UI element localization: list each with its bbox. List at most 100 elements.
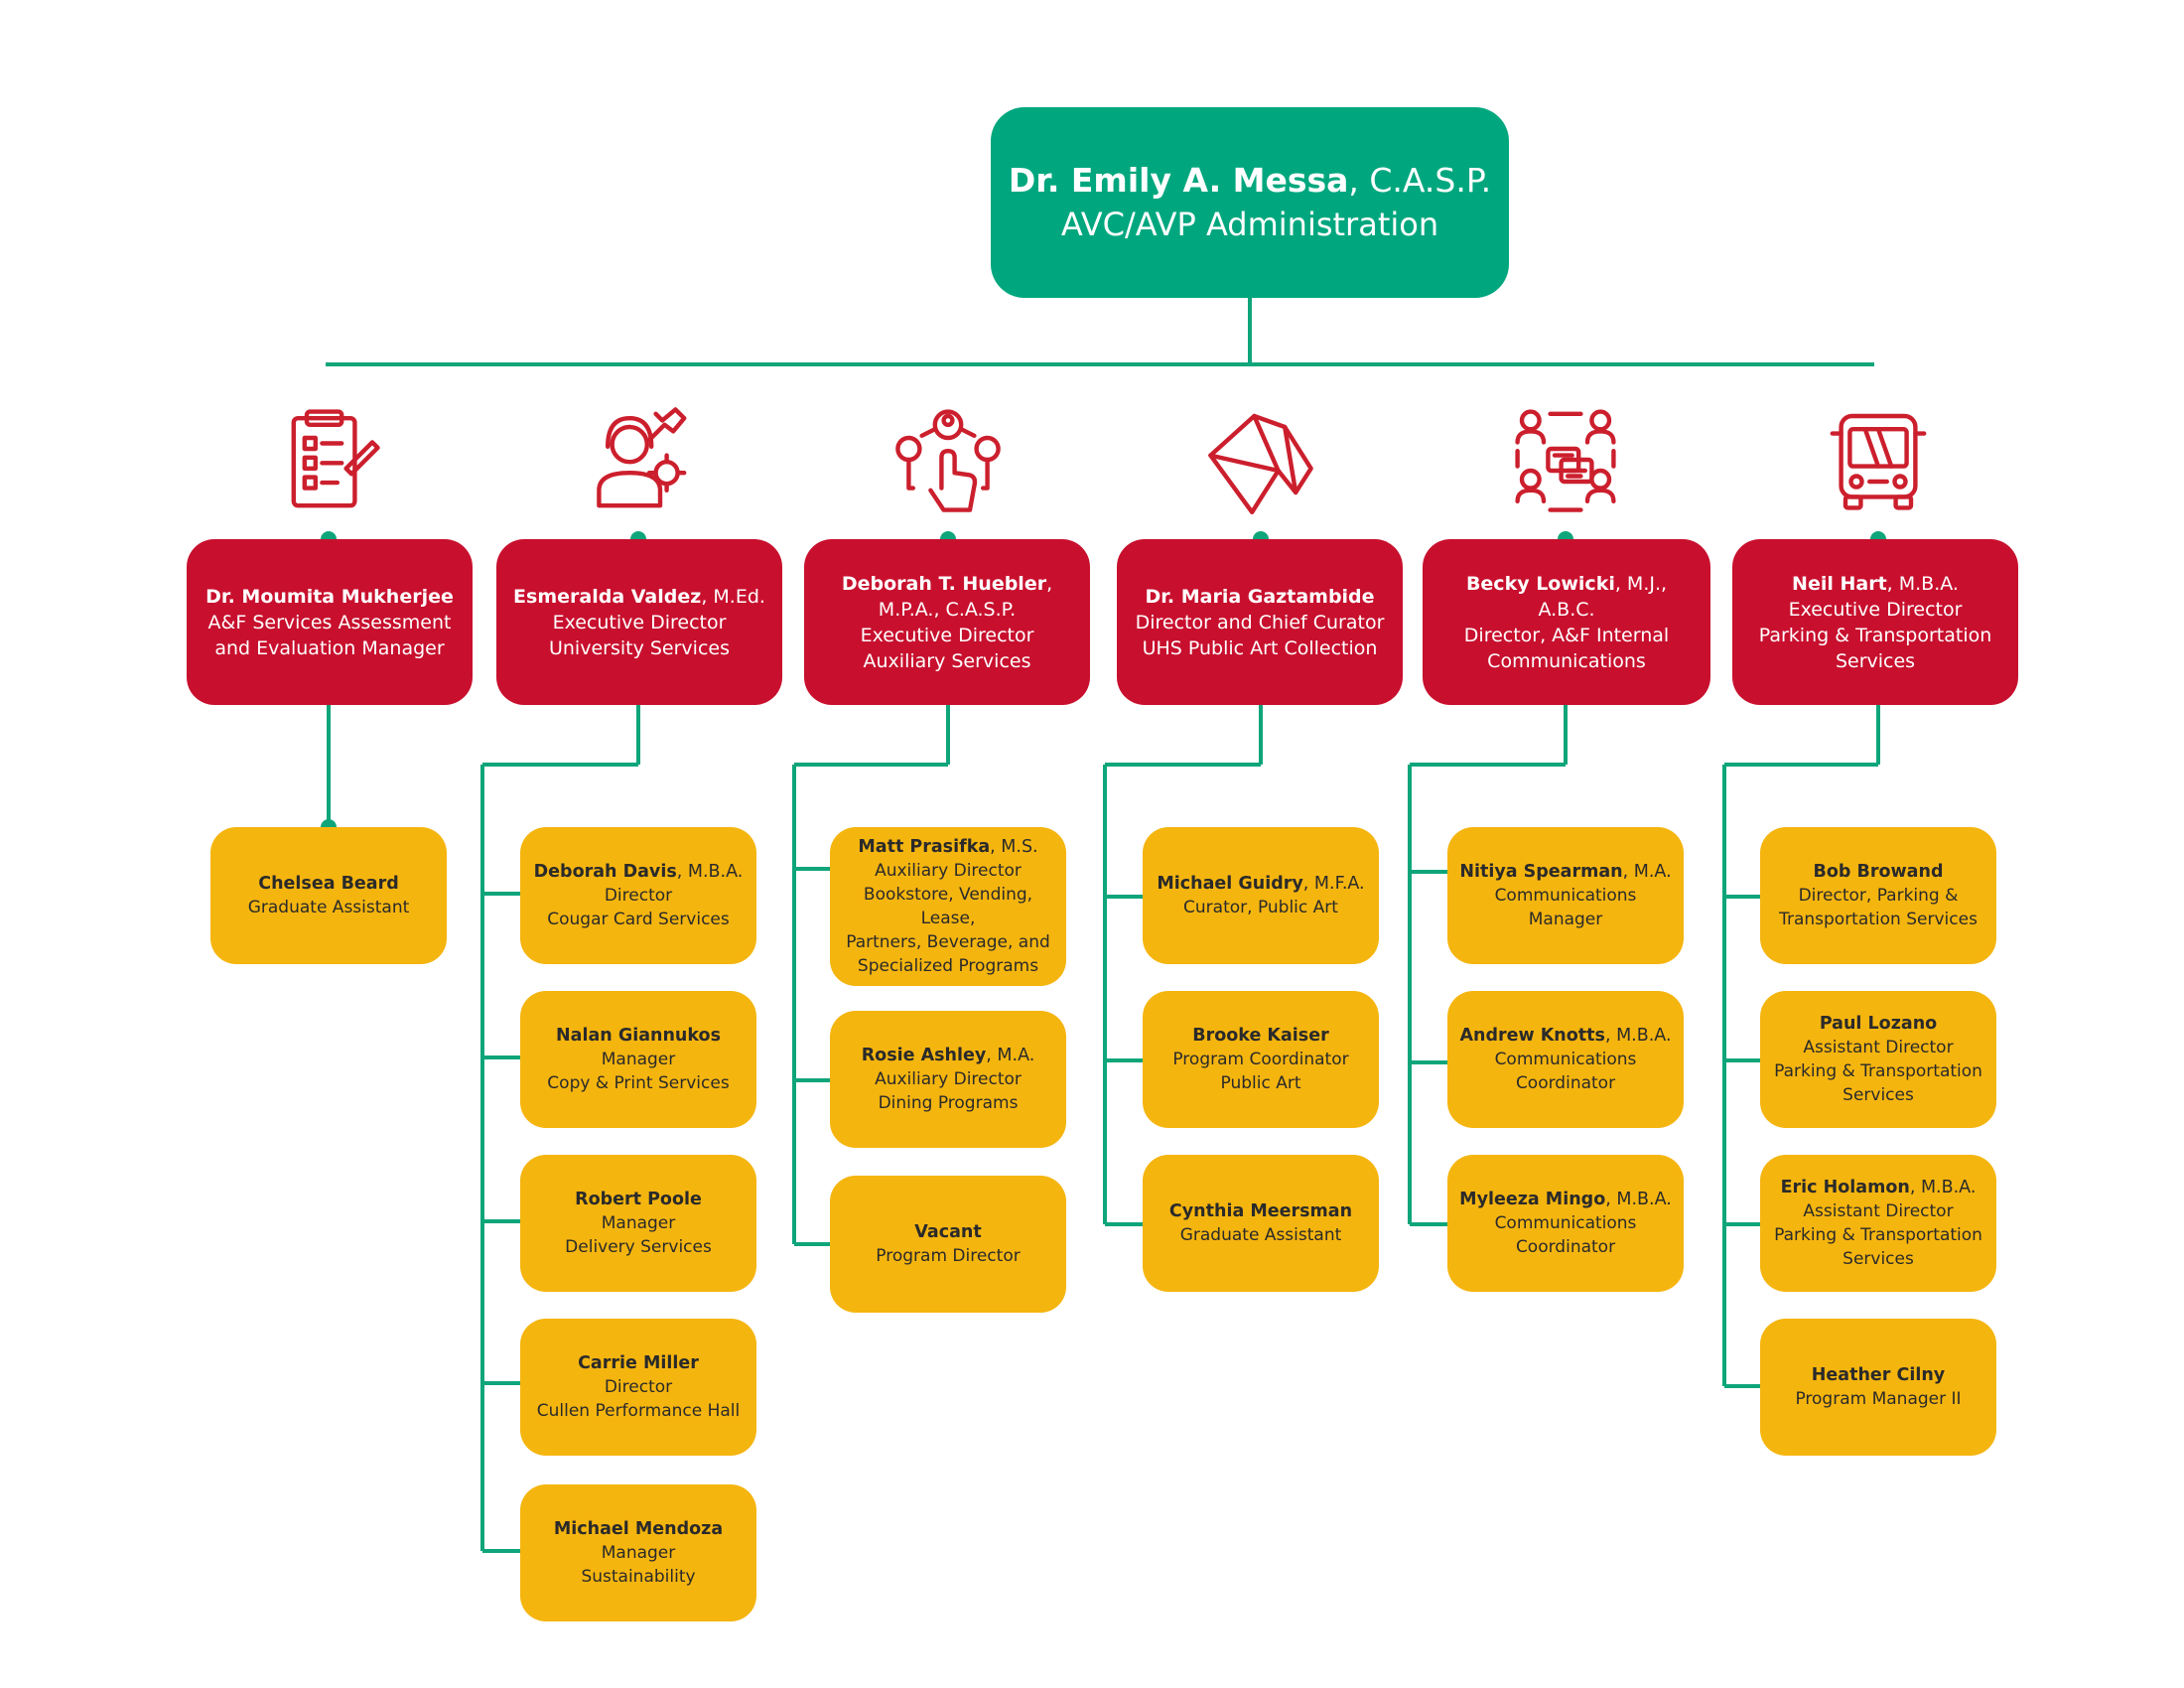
staff-member-name: Deborah Davis (533, 862, 677, 882)
staff-member-title-line: Communications (1494, 1213, 1637, 1233)
staff-member-title-line: Graduate Assistant (1179, 1225, 1342, 1245)
staff-member-title-line: Communications (1494, 1050, 1637, 1069)
staff-member-name-line: Paul Lozano (1820, 1012, 1937, 1036)
staff-member-title-line: Coordinator (1515, 1073, 1616, 1093)
staff-member-name: Nitiya Spearman (1459, 862, 1623, 882)
top-executive-credentials: , C.A.S.P. (1348, 161, 1492, 200)
staff-member-name: Nalan Giannukos (556, 1026, 721, 1046)
department-head-title-line: Auxiliary Services (863, 649, 1031, 672)
staff-member-name: Paul Lozano (1819, 1014, 1938, 1034)
staff-member-title-line: Program Coordinator (1172, 1050, 1349, 1069)
staff-member-name-line: Michael Guidry, M.F.A. (1157, 872, 1364, 896)
staff-member-name-line: Vacant (914, 1220, 981, 1244)
staff-member-title-line: Manager (601, 1213, 676, 1233)
staff-member-name-line: Deborah Davis, M.B.A. (534, 860, 744, 884)
staff-member-name-line: Matt Prasifka, M.S. (858, 835, 1037, 859)
department-head-box: Deborah T. Huebler,M.P.A., C.A.S.P.Execu… (804, 539, 1090, 705)
department-head-name: Becky Lowicki (1465, 572, 1615, 595)
department-head-credentials: , M.Ed. (701, 585, 765, 608)
top-executive-name: Dr. Emily A. Messa (1008, 161, 1349, 200)
staff-member-credentials: , M.B.A. (1604, 1026, 1672, 1046)
staff-member-title-line: Specialized Programs (857, 956, 1039, 976)
staff-member-title-line: Copy & Print Services (547, 1073, 730, 1093)
staff-member-name-line: Michael Mendoza (554, 1517, 723, 1541)
staff-member-title-line: Services (1843, 1085, 1914, 1105)
department-head-title-line: UHS Public Art Collection (1142, 636, 1378, 659)
staff-member-name: Matt Prasifka (858, 837, 991, 857)
staff-member-credentials: , M.A. (986, 1046, 1035, 1065)
staff-member-name-line: Eric Holamon, M.B.A. (1781, 1176, 1977, 1199)
staff-member-title-line: Assistant Director (1803, 1038, 1954, 1057)
department-head-credentials: , M.J., A.B.C. (1538, 572, 1668, 621)
department-head-name: Esmeralda Valdez (513, 585, 702, 608)
department-head-title-line: M.P.A., C.A.S.P. (878, 598, 1017, 621)
staff-member-name-line: Nalan Giannukos (556, 1024, 721, 1048)
staff-member-title-line: Public Art (1220, 1073, 1301, 1093)
staff-member-box: Nitiya Spearman, M.A.Communications Mana… (1447, 827, 1684, 964)
department-head-title-line: Director and Chief Curator (1135, 611, 1385, 633)
staff-member-name-line: Myleeza Mingo, M.B.A. (1459, 1188, 1672, 1211)
department-head-box: Esmeralda Valdez, M.Ed.Executive Directo… (496, 539, 782, 705)
department-head-title-line: Executive Director (1788, 598, 1963, 621)
staff-member-title-line: Auxiliary Director (875, 1069, 1022, 1089)
staff-member-name-line: Chelsea Beard (258, 872, 399, 896)
staff-member-name-line: Brooke Kaiser (1192, 1024, 1328, 1048)
communication-icon (1515, 409, 1616, 512)
staff-member-title-line: Director, Parking & (1798, 886, 1959, 906)
staff-member-name-line: Robert Poole (575, 1188, 702, 1211)
department-head-name: Dr. Moumita Mukherjee (205, 585, 454, 608)
staff-member-title-line: Curator, Public Art (1183, 898, 1338, 917)
staff-member-name: Heather Cilny (1811, 1365, 1946, 1385)
staff-member-name-line: Cynthia Meersman (1169, 1199, 1352, 1223)
staff-member-name: Andrew Knotts (1459, 1026, 1605, 1046)
staff-member-title-line: Services (1843, 1249, 1914, 1269)
staff-member-title-line: Communications Manager (1494, 886, 1637, 929)
staff-member-name: Michael Mendoza (553, 1519, 724, 1539)
staff-member-credentials: , M.S. (990, 837, 1038, 857)
department-head-name: Deborah T. Huebler (841, 572, 1047, 595)
staff-member-title-line: Partners, Beverage, and (846, 932, 1050, 952)
top-executive-box: Dr. Emily A. Messa, C.A.S.P. AVC/AVP Adm… (991, 107, 1509, 298)
department-head-credentials: , M.B.A. (1886, 572, 1959, 595)
staff-member-title-line: Program Director (876, 1246, 1021, 1266)
department-head-title-line: Parking & Transportation (1758, 624, 1992, 646)
department-head-title-line: and Evaluation Manager (214, 636, 445, 659)
technician-icon (597, 407, 687, 508)
department-head-name-line: Esmeralda Valdez, M.Ed. (513, 584, 765, 610)
staff-member-name: Eric Holamon (1780, 1178, 1910, 1197)
staff-member-name-line: Carrie Miller (578, 1351, 699, 1375)
department-head-title-line: Executive Director (860, 624, 1034, 646)
staff-member-name: Vacant (914, 1222, 982, 1242)
staff-member-name-line: Heather Cilny (1812, 1363, 1945, 1387)
department-head-name: Dr. Maria Gaztambide (1145, 585, 1375, 608)
top-executive-title: AVC/AVP Administration (1060, 206, 1439, 243)
staff-member-name: Myleeza Mingo (1459, 1190, 1606, 1209)
staff-member-name-line: Bob Browand (1814, 860, 1944, 884)
staff-member-title-line: Director (604, 886, 673, 906)
staff-member-title-line: Program Manager II (1795, 1389, 1962, 1409)
staff-member-title-line: Cullen Performance Hall (536, 1401, 741, 1421)
staff-member-title-line: Transportation Services (1779, 910, 1978, 929)
top-executive-name-line: Dr. Emily A. Messa, C.A.S.P. (1009, 159, 1491, 203)
department-head-name-line: Deborah T. Huebler, (842, 571, 1052, 597)
staff-member-credentials: , M.B.A. (1909, 1178, 1977, 1197)
staff-member-title-line: Director (604, 1377, 673, 1397)
staff-member-title-line: Dining Programs (878, 1093, 1019, 1113)
staff-member-title-line: Bookstore, Vending, Lease, (863, 885, 1033, 928)
staff-member-title-line: Sustainability (581, 1567, 696, 1587)
department-head-credentials: , (1046, 572, 1053, 595)
